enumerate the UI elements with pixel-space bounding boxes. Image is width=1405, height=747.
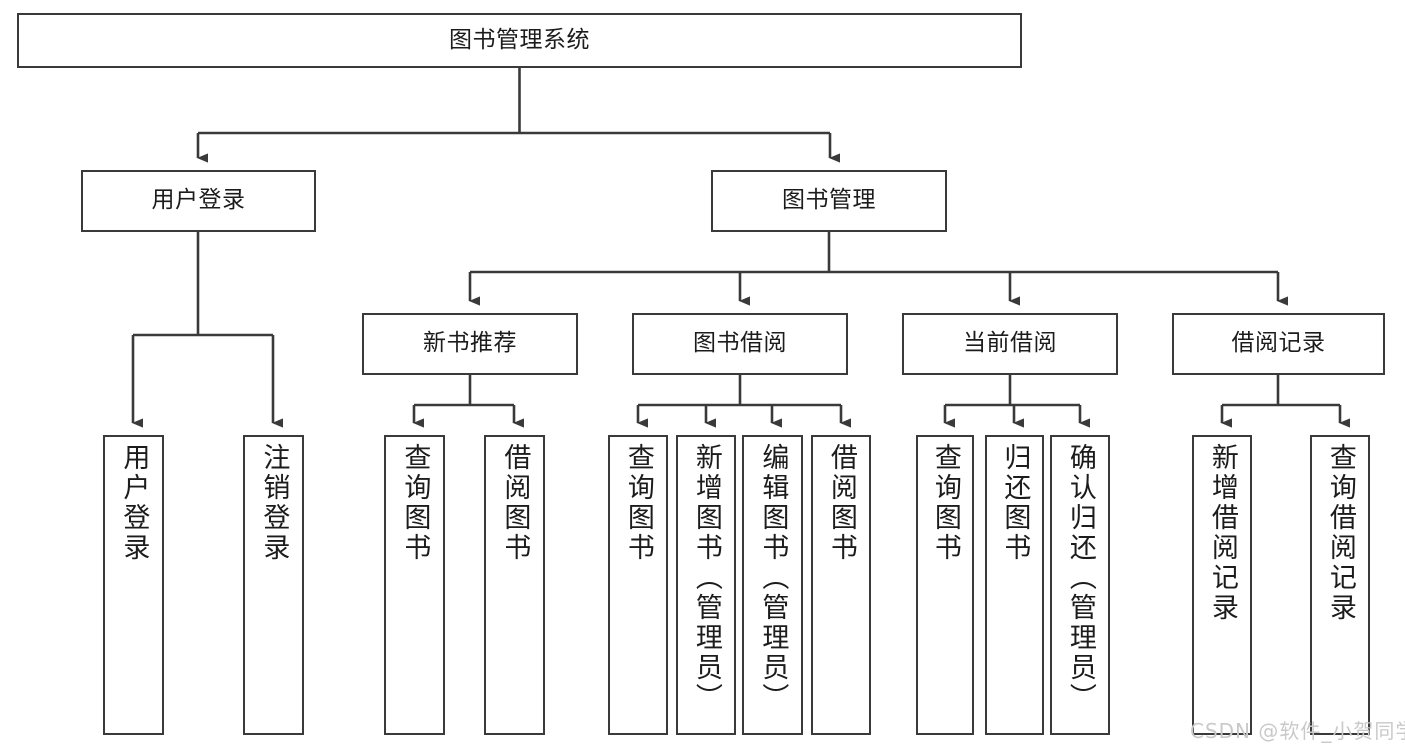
node-book-borrow[interactable]: 图书借阅 bbox=[632, 313, 848, 375]
node-leaf-query-book-borrow[interactable]: 查询图书 bbox=[608, 435, 668, 735]
node-leaf-query-borrow-record[interactable]: 查询借阅记录 bbox=[1310, 435, 1370, 735]
node-borrow-record[interactable]: 借阅记录 bbox=[1172, 313, 1385, 375]
node-label: 当前借阅 bbox=[963, 330, 1057, 357]
node-new-book-recommend[interactable]: 新书推荐 bbox=[362, 313, 578, 375]
node-label: 编辑图书（管理员） bbox=[757, 443, 789, 713]
node-label: 查询图书 bbox=[399, 443, 431, 563]
node-label: 用户登录 bbox=[118, 443, 150, 563]
watermark: CSDN @软件_小贺同学 bbox=[1190, 719, 1405, 743]
node-label: 查询图书 bbox=[622, 443, 654, 563]
node-label: 新增图书（管理员） bbox=[690, 443, 722, 713]
node-label: 查询图书 bbox=[929, 443, 961, 563]
node-leaf-borrow-book[interactable]: 借阅图书 bbox=[811, 435, 871, 735]
node-book-management[interactable]: 图书管理 bbox=[711, 170, 947, 232]
node-label: 图书管理系统 bbox=[449, 26, 590, 53]
node-leaf-logout[interactable]: 注销登录 bbox=[243, 435, 304, 735]
node-label: 查询借阅记录 bbox=[1324, 443, 1356, 623]
node-leaf-add-book-admin[interactable]: 新增图书（管理员） bbox=[676, 435, 736, 735]
node-label: 图书借阅 bbox=[693, 330, 787, 357]
node-label: 借阅记录 bbox=[1231, 330, 1326, 357]
node-label: 确认归还（管理员） bbox=[1064, 443, 1096, 713]
node-label: 注销登录 bbox=[258, 443, 290, 563]
node-leaf-user-login[interactable]: 用户登录 bbox=[103, 435, 164, 735]
node-root-book-management-system[interactable]: 图书管理系统 bbox=[17, 13, 1022, 68]
node-leaf-add-borrow-record[interactable]: 新增借阅记录 bbox=[1192, 435, 1252, 735]
node-leaf-borrow-book-recommend[interactable]: 借阅图书 bbox=[484, 435, 545, 735]
node-label: 借阅图书 bbox=[825, 443, 857, 563]
node-label: 图书管理 bbox=[782, 187, 876, 214]
node-user-login[interactable]: 用户登录 bbox=[81, 170, 316, 232]
node-current-borrow[interactable]: 当前借阅 bbox=[902, 313, 1118, 375]
node-label: 新增借阅记录 bbox=[1206, 443, 1238, 623]
node-leaf-confirm-return-admin[interactable]: 确认归还（管理员） bbox=[1050, 435, 1110, 735]
node-leaf-query-book-current[interactable]: 查询图书 bbox=[916, 435, 974, 735]
node-leaf-return-book[interactable]: 归还图书 bbox=[985, 435, 1044, 735]
node-leaf-query-book-recommend[interactable]: 查询图书 bbox=[384, 435, 445, 735]
node-label: 新书推荐 bbox=[423, 330, 517, 357]
node-label: 用户登录 bbox=[151, 187, 246, 214]
node-label: 归还图书 bbox=[999, 443, 1031, 563]
node-leaf-edit-book-admin[interactable]: 编辑图书（管理员） bbox=[742, 435, 803, 735]
node-label: 借阅图书 bbox=[499, 443, 531, 563]
